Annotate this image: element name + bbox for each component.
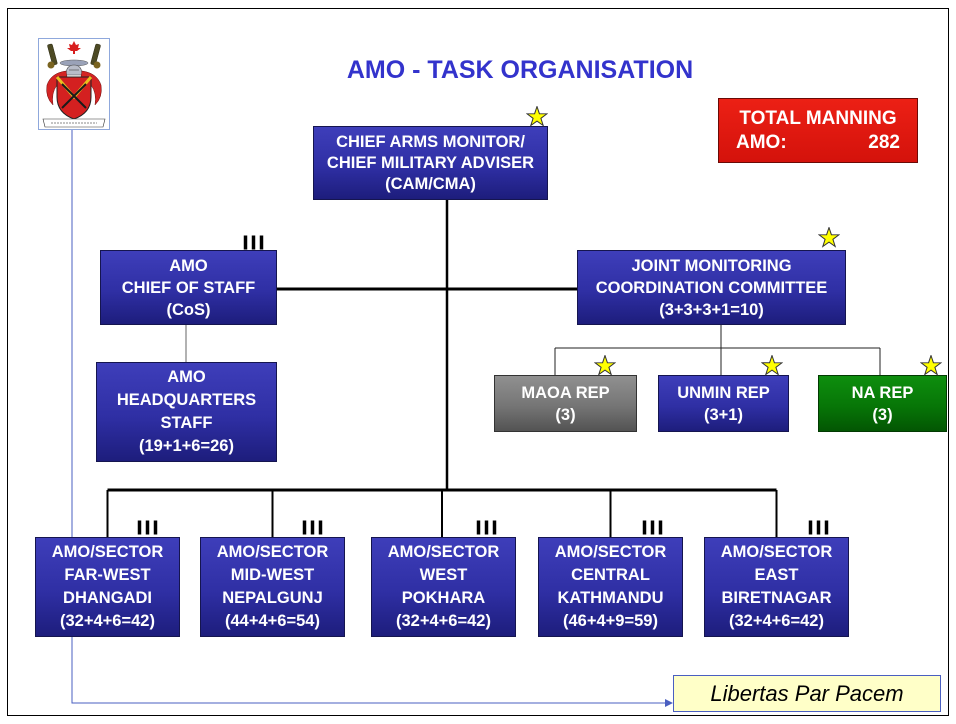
sector-line-3: KATHMANDU	[557, 589, 664, 607]
motto-box: Libertas Par Pacem	[673, 675, 941, 712]
sector-line-2: WEST	[419, 566, 468, 584]
maoa-rep-box: MAOA REP (3)	[494, 375, 637, 432]
total-manning-value: 282	[868, 131, 900, 153]
sector-line-3: POKHARA	[401, 589, 486, 607]
rep-line-1: MAOA REP	[521, 383, 610, 402]
sector-central-box: AMO/SECTOR CENTRAL KATHMANDU (46+4+9=59)	[538, 537, 683, 637]
coat-of-arms-icon	[38, 38, 110, 130]
sector-west-box: AMO/SECTOR WEST POKHARA (32+4+6=42)	[371, 537, 516, 637]
cam-cma-box: CHIEF ARMS MONITOR/ CHIEF MILITARY ADVIS…	[313, 126, 548, 200]
sector-line-4: (46+4+9=59)	[563, 612, 658, 630]
cam-line-2: CHIEF MILITARY ADVISER	[326, 153, 535, 172]
sector-unit-marker: III	[642, 518, 667, 538]
sector-unit-marker: III	[137, 518, 162, 538]
cos-line-2: CHIEF OF STAFF	[121, 278, 256, 297]
sector-line-4: (32+4+6=42)	[729, 612, 824, 630]
sector-line-1: AMO/SECTOR	[554, 543, 667, 561]
rep-line-1: UNMIN REP	[677, 383, 770, 402]
sector-line-3: NEPALGUNJ	[222, 589, 323, 607]
sector-line-1: AMO/SECTOR	[720, 543, 833, 561]
cam-line-1: CHIEF ARMS MONITOR/	[336, 132, 525, 151]
sector-line-1: AMO/SECTOR	[387, 543, 500, 561]
sector-line-3: BIRETNAGAR	[721, 589, 832, 607]
star-icon	[818, 227, 840, 248]
hq-line-1: AMO	[167, 368, 206, 386]
sector-unit-marker: III	[302, 518, 327, 538]
page-title: AMO - TASK ORGANISATION	[346, 56, 694, 84]
cos-line-1: AMO	[169, 256, 208, 275]
sector-line-1: AMO/SECTOR	[216, 543, 329, 561]
total-manning-heading: TOTAL MANNING	[739, 107, 897, 129]
sector-far-west-box: AMO/SECTOR FAR-WEST DHANGADI (32+4+6=42)	[35, 537, 180, 637]
sector-line-2: FAR-WEST	[64, 566, 151, 584]
total-manning-row: AMO: 282	[736, 131, 900, 155]
hq-line-3: STAFF	[160, 414, 213, 432]
sector-east-box: AMO/SECTOR EAST BIRETNAGAR (32+4+6=42)	[704, 537, 849, 637]
cos-unit-marker: III	[243, 233, 268, 253]
total-manning-label: AMO:	[736, 131, 787, 153]
cam-line-3: (CAM/CMA)	[385, 174, 476, 193]
sector-line-4: (32+4+6=42)	[396, 612, 491, 630]
rep-line-2: (3+1)	[704, 405, 743, 424]
star-icon	[761, 355, 783, 376]
sector-line-4: (44+4+6=54)	[225, 612, 320, 630]
sector-line-2: EAST	[754, 566, 799, 584]
rep-line-2: (3)	[872, 405, 893, 424]
rep-line-1: NA REP	[851, 383, 914, 402]
chief-of-staff-box: AMO CHIEF OF STAFF (CoS)	[100, 250, 277, 325]
jmcc-box: JOINT MONITORING COORDINATION COMMITTEE …	[577, 250, 846, 325]
sector-unit-marker: III	[476, 518, 501, 538]
arrow-right-icon	[665, 699, 673, 707]
crest-to-motto-connector	[71, 130, 666, 704]
hq-line-2: HEADQUARTERS	[116, 391, 257, 409]
rep-line-2: (3)	[555, 405, 576, 424]
hq-line-4: (19+1+6=26)	[139, 437, 234, 455]
sector-line-2: MID-WEST	[230, 566, 315, 584]
star-icon	[526, 106, 548, 127]
sector-unit-marker: III	[808, 518, 833, 538]
hq-staff-box: AMO HEADQUARTERS STAFF (19+1+6=26)	[96, 362, 277, 462]
jmcc-line-1: JOINT MONITORING	[631, 256, 792, 275]
sector-mid-west-box: AMO/SECTOR MID-WEST NEPALGUNJ (44+4+6=54…	[200, 537, 345, 637]
cos-line-3: (CoS)	[166, 300, 211, 319]
na-rep-box: NA REP (3)	[818, 375, 947, 432]
star-icon	[920, 355, 942, 376]
sector-line-2: CENTRAL	[571, 566, 650, 584]
total-manning-box: TOTAL MANNING AMO: 282	[718, 98, 918, 163]
sector-line-4: (32+4+6=42)	[60, 612, 155, 630]
star-icon	[594, 355, 616, 376]
sector-line-1: AMO/SECTOR	[51, 543, 164, 561]
sector-line-3: DHANGADI	[63, 589, 152, 607]
jmcc-line-2: COORDINATION COMMITTEE	[595, 278, 828, 297]
slide-frame	[7, 8, 949, 716]
jmcc-line-3: (3+3+3+1=10)	[659, 300, 764, 319]
unmin-rep-box: UNMIN REP (3+1)	[658, 375, 789, 432]
